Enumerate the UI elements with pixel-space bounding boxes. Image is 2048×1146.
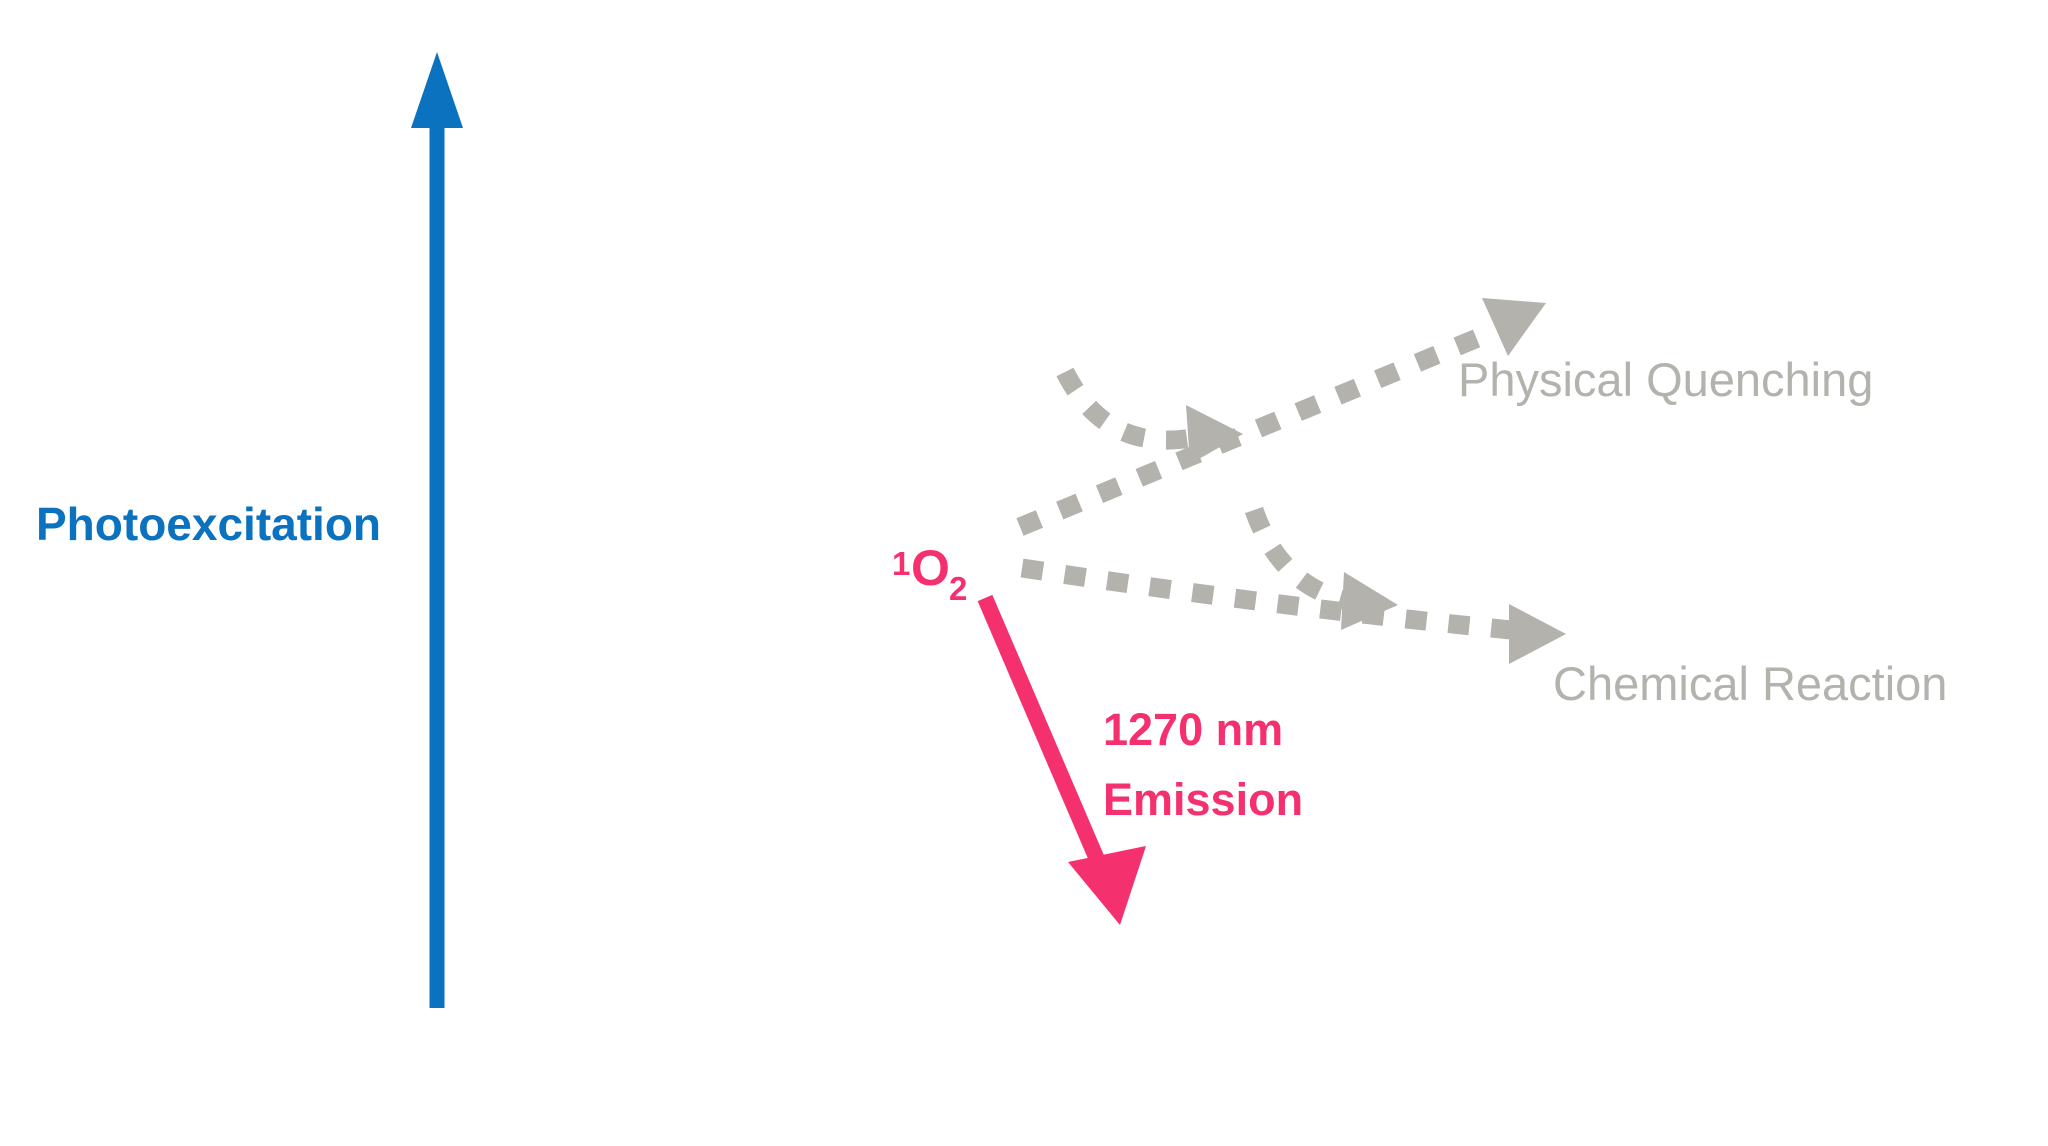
photoexcitation-arrow (411, 52, 463, 1008)
emission-arrow (977, 594, 1146, 925)
emission-label: 1270 nm Emission (1103, 704, 1303, 825)
chemical-reaction-arrow (1020, 558, 1566, 664)
emission-label-line1: 1270 nm (1103, 704, 1283, 755)
singlet-oxygen-element: O (911, 540, 950, 596)
quencher-in-arrow (1056, 367, 1243, 464)
chemical-reaction-arrow-shaft (1020, 558, 1512, 640)
physical-quenching-arrowhead (1482, 298, 1546, 356)
reactant-in-arrow (1245, 506, 1398, 630)
quencher-in-arrowhead (1186, 405, 1243, 464)
singlet-oxygen-superscript: 1 (892, 545, 910, 582)
emission-arrow-shaft (977, 594, 1113, 882)
photoexcitation-arrowhead (411, 52, 463, 128)
physical-quenching-arrow (1016, 298, 1546, 536)
reactant-in-arrow-shaft (1245, 506, 1351, 611)
chemical-reaction-label: Chemical Reaction (1553, 657, 1947, 710)
physical-quenching-label: Physical Quenching (1458, 353, 1873, 406)
physical-quenching-arrow-shaft (1016, 321, 1501, 536)
emission-arrowhead (1068, 846, 1146, 925)
emission-label-line2: Emission (1103, 774, 1303, 825)
singlet-oxygen-subscript: 2 (949, 570, 967, 607)
reactant-in-arrowhead (1341, 572, 1398, 630)
quencher-in-arrow-shaft (1056, 367, 1194, 450)
chemical-reaction-arrowhead (1509, 604, 1566, 664)
photoexcitation-label: Photoexcitation (36, 498, 381, 550)
singlet-oxygen-label: 1 O 2 (892, 540, 967, 607)
